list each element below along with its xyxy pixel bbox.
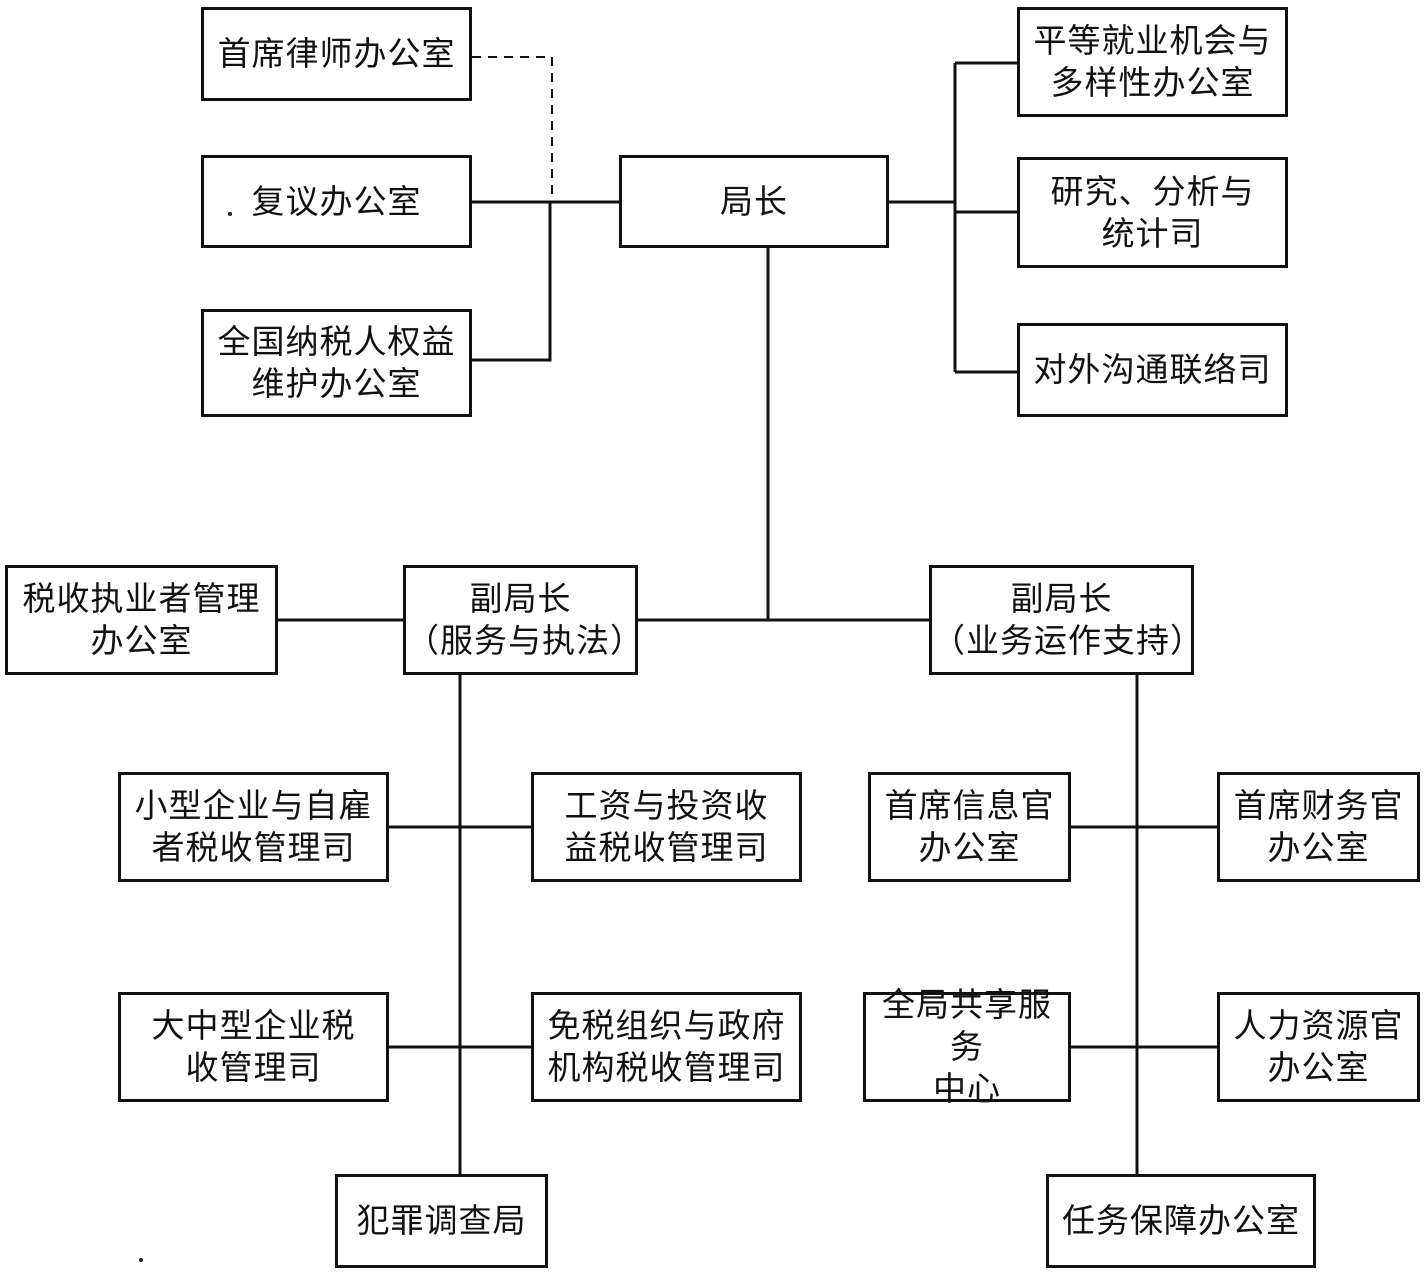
- small-business-division-label: 小型企业与自雇 者税收管理司: [134, 786, 373, 867]
- appeals-office-label: 复议办公室: [251, 181, 422, 221]
- wage-investment-division-box: 工资与投资收 益税收管理司: [531, 772, 802, 882]
- large-business-division-box: 大中型企业税 收管理司: [118, 992, 389, 1102]
- director-box: 局长: [619, 155, 889, 248]
- mission-assurance-office-label: 任务保障办公室: [1062, 1201, 1300, 1240]
- return-preparer-office-box: 税收执业者管理 办公室: [5, 565, 278, 675]
- deputy-services-enforcement-label: 副局长 （服务与执法）: [406, 579, 644, 660]
- hr-office-box: 人力资源官 办公室: [1217, 992, 1420, 1102]
- deputy-operations-support-label: 副局长 （业务运作支持）: [932, 579, 1204, 660]
- research-statistics-division-label: 研究、分析与 统计司: [1050, 171, 1255, 253]
- connector-chief-counsel-dashed: [472, 56, 553, 202]
- communications-division-label: 对外沟通联络司: [1033, 350, 1272, 389]
- taxpayer-advocate-office-label: 全国纳税人权益 维护办公室: [217, 322, 456, 403]
- scan-speck: [139, 1258, 143, 1262]
- small-business-division-box: 小型企业与自雇 者税收管理司: [118, 772, 389, 882]
- equity-diversity-office-box: 平等就业机会与 多样性办公室: [1017, 7, 1288, 117]
- deputy-services-enforcement-box: 副局长 （服务与执法）: [403, 565, 644, 675]
- taxpayer-advocate-office-box: 全国纳税人权益 维护办公室: [201, 309, 472, 417]
- appeals-office-box: 复议办公室: [201, 155, 472, 248]
- director-label: 局长: [720, 181, 788, 221]
- chief-counsel-office-label: 首席律师办公室: [217, 34, 456, 73]
- hr-office-label: 人力资源官 办公室: [1233, 1006, 1404, 1087]
- deputy-operations-support-box: 副局长 （业务运作支持）: [929, 565, 1204, 675]
- shared-services-center-label: 全局共享服务 中心: [882, 985, 1052, 1108]
- connector-advocate-trunk: [472, 202, 552, 362]
- cfo-office-label: 首席财务官 办公室: [1233, 786, 1404, 867]
- large-business-division-label: 大中型企业税 收管理司: [151, 1006, 356, 1087]
- scan-speck: [228, 212, 232, 216]
- tax-exempt-government-division-label: 免税组织与政府 机构税收管理司: [547, 1006, 786, 1087]
- communications-division-box: 对外沟通联络司: [1017, 323, 1288, 417]
- criminal-investigation-box: 犯罪调查局: [335, 1174, 548, 1268]
- equity-diversity-office-label: 平等就业机会与 多样性办公室: [1033, 21, 1272, 102]
- return-preparer-office-label: 税收执业者管理 办公室: [22, 579, 261, 660]
- shared-services-center-box: 全局共享服务 中心: [863, 985, 1071, 1108]
- chief-counsel-office-box: 首席律师办公室: [201, 7, 472, 101]
- cio-office-label: 首席信息官 办公室: [884, 786, 1055, 867]
- wage-investment-division-label: 工资与投资收 益税收管理司: [564, 786, 769, 867]
- mission-assurance-office-box: 任务保障办公室: [1046, 1174, 1316, 1268]
- cio-office-box: 首席信息官 办公室: [868, 772, 1071, 882]
- research-statistics-division-box: 研究、分析与 统计司: [1017, 157, 1288, 268]
- criminal-investigation-label: 犯罪调查局: [356, 1201, 527, 1240]
- tax-exempt-government-division-box: 免税组织与政府 机构税收管理司: [531, 992, 802, 1102]
- cfo-office-box: 首席财务官 办公室: [1217, 772, 1420, 882]
